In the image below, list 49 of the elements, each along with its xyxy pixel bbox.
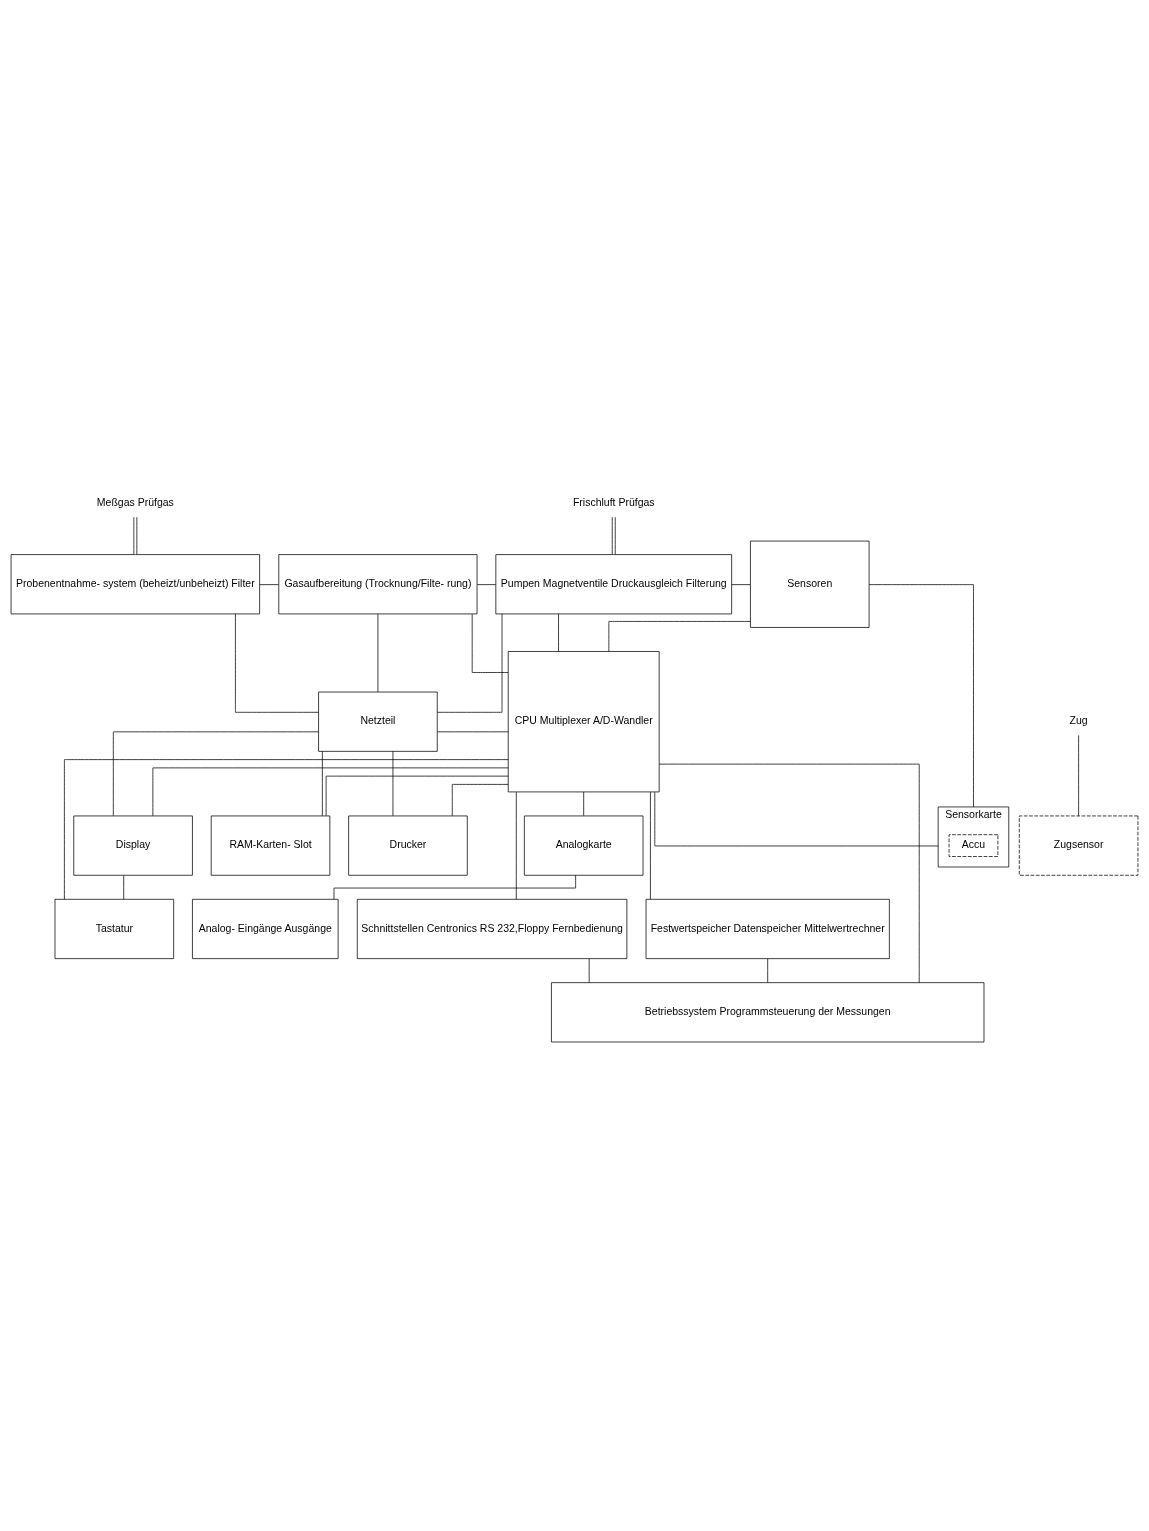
node-box: Display [73, 815, 193, 876]
node-box: Sensoren [750, 540, 870, 628]
connector [611, 516, 616, 555]
node-box: RAM-Karten- Slot [210, 815, 331, 876]
connector [658, 763, 920, 983]
connector [437, 730, 509, 732]
node-box: Festwertspeicher Datenspeicher Mittelwertrechner [645, 898, 890, 959]
connector [767, 957, 769, 983]
connector [152, 767, 509, 816]
connector [333, 874, 576, 900]
connector [235, 613, 319, 713]
node-box: Accu [948, 833, 999, 857]
node-box: Netzteil [318, 691, 438, 752]
connector [558, 613, 559, 652]
node-box: Drucker [348, 815, 468, 876]
connector [64, 758, 509, 900]
connector [608, 620, 751, 652]
connector [321, 750, 323, 816]
connector [325, 775, 509, 816]
connector [583, 791, 585, 816]
node-box: Pumpen Magnetventile Druckausgleich Filterung [495, 553, 733, 614]
connector [515, 791, 517, 900]
connector [112, 730, 319, 816]
node-box: Betriebssystem Programmsteuerung der Messungen [551, 981, 985, 1042]
connector [259, 583, 279, 585]
node-box: Gasaufbereitung (Trocknung/Filte- rung) [278, 553, 478, 614]
connector [133, 516, 138, 555]
node-box: Probenentnahme- system (beheizt/unbeheizt) Filter [10, 553, 260, 614]
node-box: CPU Multiplexer A/D-Wandler [507, 650, 660, 792]
connector [1078, 734, 1079, 816]
node-box: Analog- Eingänge Ausgänge [192, 898, 339, 959]
connector [471, 613, 509, 673]
node-text: Frischluft Prüfgas [572, 495, 655, 508]
node-text: Zug [1069, 713, 1088, 726]
connector [650, 791, 651, 900]
connector [392, 750, 394, 816]
connector [437, 613, 503, 713]
node-text: Meßgas Prüfgas [96, 495, 174, 508]
connector [588, 957, 590, 983]
connector [868, 583, 974, 807]
node-box: Analogkarte [524, 815, 644, 876]
node-box: Zugsensor [1018, 815, 1139, 876]
node-box: Tastatur [54, 898, 175, 959]
connector [731, 583, 751, 585]
connector [476, 583, 497, 585]
connector [123, 874, 125, 899]
connector [451, 783, 509, 816]
connector [654, 791, 939, 846]
node-box: Schnittstellen Centronics RS 232,Floppy Fernbedienung [356, 898, 628, 959]
